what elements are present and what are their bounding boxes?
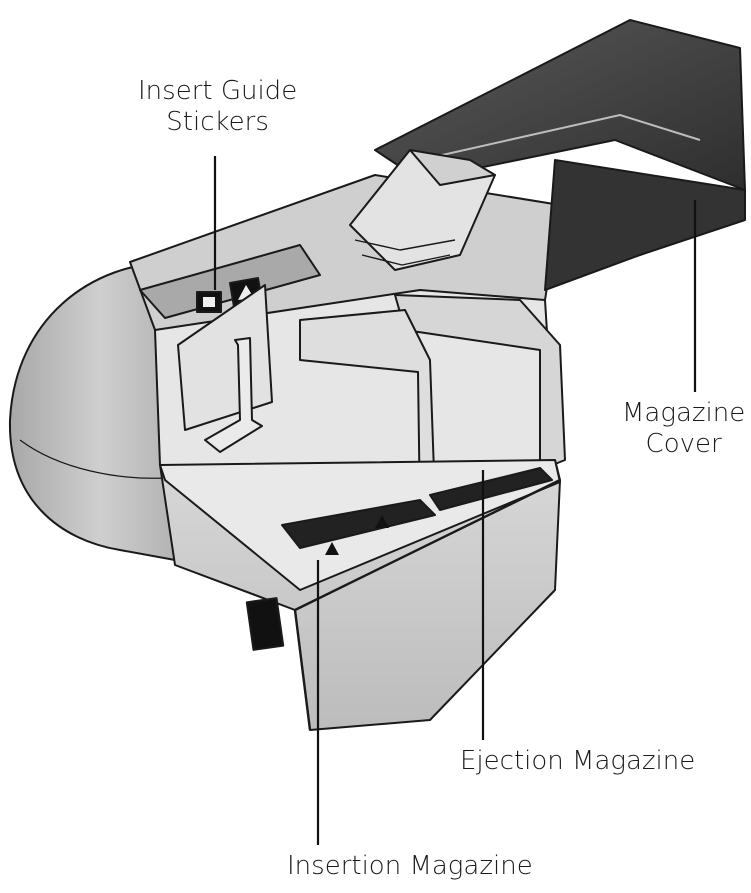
ejection-slot — [429, 467, 553, 511]
insertion-slot — [281, 499, 436, 549]
magazine-cover-line-1: Magazine — [622, 398, 746, 428]
magazine-cover-line-2: Cover — [645, 429, 722, 459]
callout-ejection-magazine: Ejection Magazine — [460, 746, 695, 777]
sticker-tray — [139, 244, 321, 319]
ejection-arrow — [375, 515, 389, 528]
callout-insert-guide-stickers: Insert Guide Stickers — [138, 76, 297, 138]
magazine-cover-fold — [419, 114, 701, 161]
callout-magazine-cover: Magazine Cover — [622, 398, 745, 460]
leader-lines — [213, 156, 697, 845]
scanner-body — [8, 19, 746, 731]
callout-insertion-magazine: Insertion Magazine — [287, 851, 533, 882]
magazine-cover-front — [544, 159, 746, 291]
insert-guide-line-1: Insert Guide — [138, 76, 298, 106]
insertion-arrow — [325, 542, 339, 555]
drum-seam — [19, 439, 166, 479]
drum-housing — [8, 261, 176, 561]
insert-guide-line-2: Stickers — [166, 107, 269, 137]
brand-label — [245, 597, 285, 651]
base-front-edge — [293, 478, 561, 731]
film-pusher — [204, 337, 263, 453]
ejection-label: Ejection Magazine — [460, 746, 696, 776]
insertion-label: Insertion Magazine — [287, 851, 533, 881]
